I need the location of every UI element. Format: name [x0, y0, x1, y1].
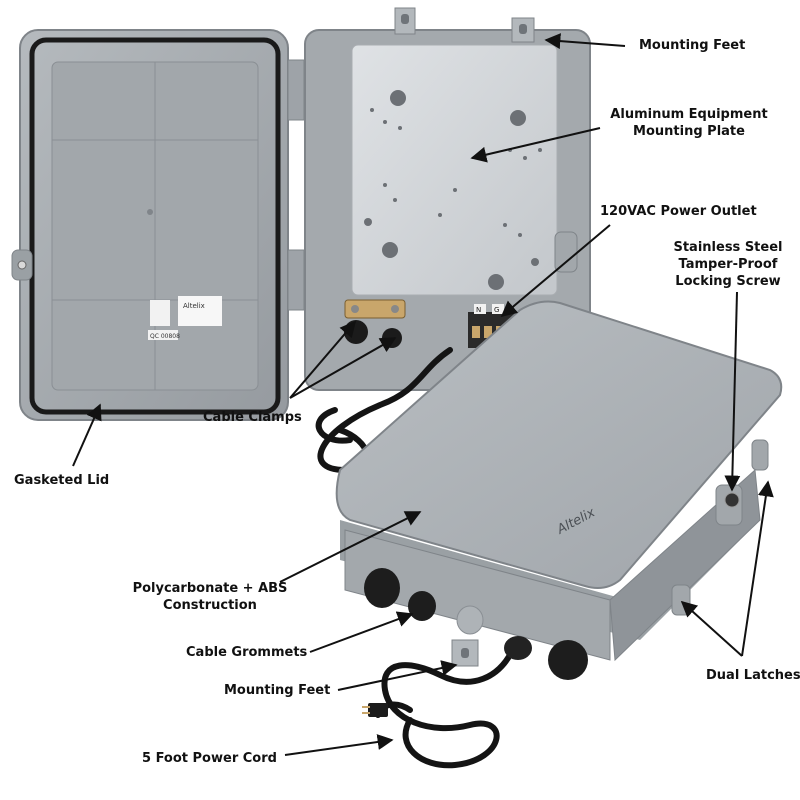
label-mounting-feet-top: Mounting Feet: [639, 38, 746, 53]
arrow-cable-clamp-2: [289, 337, 397, 399]
cable-port-right: [382, 328, 402, 348]
callout-arrows: [72, 33, 774, 756]
arrow-power-outlet: [500, 224, 611, 318]
label-construction: Polycarbonate + ABS Construction: [130, 580, 290, 614]
arrow-latch-upper: [741, 480, 774, 657]
label-mounting-plate-line2: Mounting Plate: [633, 124, 745, 139]
open-lid: Altelix QC 00808: [11, 29, 289, 421]
lid-tag-2: [178, 296, 222, 326]
label-dual-latches: Dual Latches: [706, 668, 800, 683]
plate-holes: [364, 90, 542, 290]
grommet-plug: [456, 605, 484, 635]
label-mounting-feet-bottom: Mounting Feet: [224, 683, 331, 698]
label-mounting-plate: Aluminum Equipment Mounting Plate: [604, 106, 774, 140]
arrow-cable-clamp-1: [289, 320, 357, 399]
arrow-power-cord: [284, 734, 394, 756]
lid-tag-qc: QC 00808: [150, 333, 180, 340]
lid-gasket: [29, 37, 281, 415]
label-construction-line2: Construction: [163, 598, 257, 613]
arrow-mounting-plate: [470, 127, 601, 163]
label-gasketed-lid: Gasketed Lid: [14, 473, 110, 488]
arrow-latch-lower: [680, 600, 743, 657]
grommet-left: [364, 568, 400, 608]
terminal-tag-n: N: [476, 306, 481, 314]
terminal-tag-g: G: [494, 306, 499, 314]
arrow-mounting-feet-top: [544, 33, 626, 50]
label-cable-grommets: Cable Grommets: [186, 645, 308, 660]
latch-upper: [751, 439, 769, 471]
closed-lid-top: [335, 300, 783, 589]
label-cable-clamps: Cable Clamps: [203, 410, 302, 425]
mounting-plate: [351, 44, 558, 296]
cable-clamp-left: [344, 299, 406, 319]
label-construction-line1: Polycarbonate + ABS: [132, 581, 288, 596]
label-locking-screw-line2: Tamper-Proof: [678, 257, 778, 272]
lid-tag-brand: Altelix: [183, 302, 205, 310]
label-locking-screw-line3: Locking Screw: [675, 274, 781, 289]
label-mounting-plate-line1: Aluminum Equipment: [610, 107, 768, 122]
latch-lower: [671, 584, 691, 616]
plug: [368, 703, 388, 717]
arrow-gasketed-lid: [72, 403, 102, 467]
grommet-right: [548, 640, 588, 680]
closed-enclosure: Altelix: [335, 300, 783, 680]
open-box: N G: [304, 7, 591, 391]
label-power-cord: 5 Foot Power Cord: [142, 751, 277, 766]
locking-screw: [724, 492, 740, 508]
label-locking-screw: Stainless Steel Tamper-Proof Locking Scr…: [658, 239, 798, 290]
grommet-center: [408, 591, 436, 621]
hinges: [287, 59, 305, 311]
label-power-outlet: 120VAC Power Outlet: [600, 204, 757, 219]
cord-gland: [504, 636, 532, 660]
arrow-cable-grommets: [309, 611, 414, 653]
arrow-locking-screw: [724, 291, 741, 492]
lid-tag-1: [150, 300, 170, 326]
arrow-mounting-feet-bottom: [337, 660, 458, 691]
arrow-construction: [279, 511, 422, 583]
label-locking-screw-line1: Stainless Steel: [673, 240, 783, 255]
